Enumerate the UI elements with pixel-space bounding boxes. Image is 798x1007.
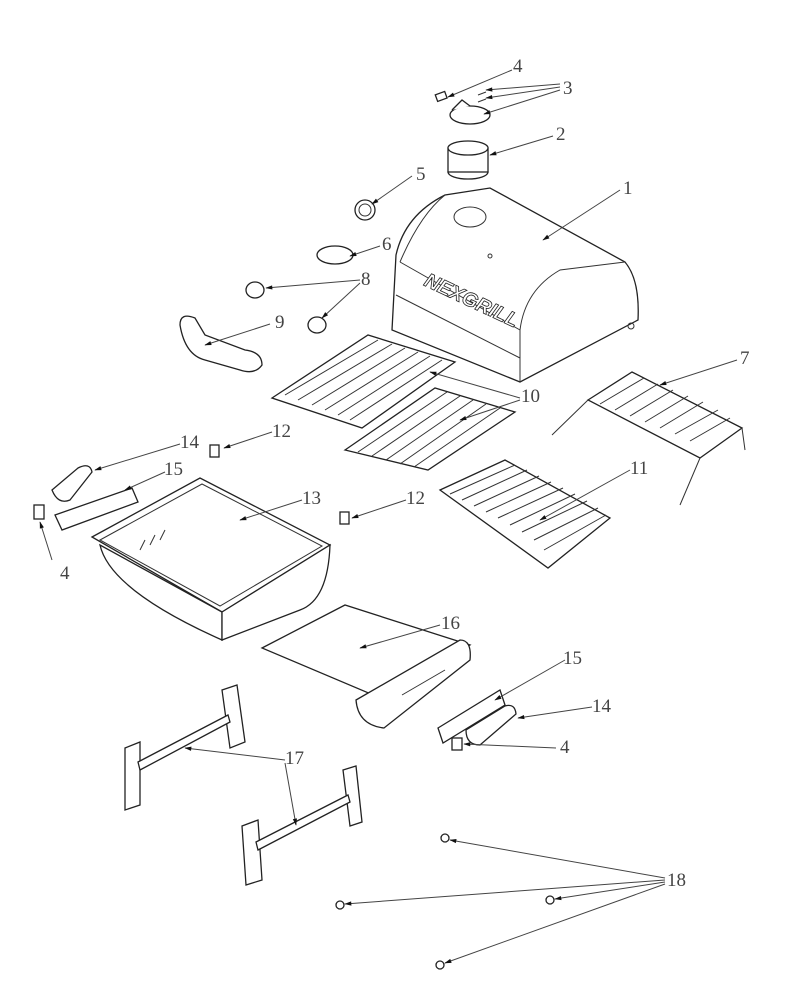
part-damper (434, 90, 491, 125)
part-bezel (316, 245, 354, 265)
callout-label: 15 (164, 459, 183, 480)
part-lid: NEXGRILL (391, 187, 639, 383)
callout-label: 10 (521, 386, 540, 407)
part-spacer (451, 737, 463, 751)
part-spacer (33, 504, 45, 520)
part-ash-tray (260, 604, 472, 729)
part-bolts (335, 833, 555, 970)
callout-label: 18 (667, 870, 686, 891)
callout-label: 2 (556, 124, 566, 145)
part-handle-bracket (437, 689, 506, 744)
callout-labels: 4 3 2 5 1 6 8 9 7 10 12 14 15 11 13 12 4… (60, 56, 750, 891)
part-lid-handle (179, 315, 263, 373)
part-grommet (307, 316, 327, 334)
part-handle-bracket (54, 487, 139, 531)
part-thermometer (354, 199, 376, 221)
callout-label: 6 (382, 234, 392, 255)
callout-label: 14 (180, 432, 200, 453)
part-clip (209, 444, 220, 458)
callout-label: 8 (361, 269, 371, 290)
part-cooking-grate (270, 334, 517, 471)
callout-label: 4 (560, 737, 570, 758)
callout-label: 13 (302, 488, 321, 509)
part-grommet (245, 281, 265, 299)
callout-label: 16 (441, 613, 460, 634)
callout-label: 12 (406, 488, 425, 509)
callout-label: 5 (416, 164, 426, 185)
part-charcoal-grate (438, 459, 612, 569)
callout-label: 3 (563, 78, 573, 99)
part-clip (339, 511, 350, 525)
part-side-handle (51, 465, 93, 502)
part-leg (241, 765, 363, 886)
callout-label: 1 (623, 178, 633, 199)
callout-label: 4 (513, 56, 523, 77)
leader-lines (39, 69, 738, 964)
callout-label: 4 (60, 563, 70, 584)
part-warming-rack (551, 371, 746, 506)
part-side-handle (465, 704, 517, 746)
part-chimney (447, 140, 489, 180)
callout-label: 9 (275, 312, 285, 333)
callout-label: 15 (563, 648, 582, 669)
callout-label: 11 (630, 458, 648, 479)
part-leg (124, 684, 246, 811)
callout-label: 12 (272, 421, 291, 442)
callout-label: 7 (740, 348, 750, 369)
callout-label: 14 (592, 696, 612, 717)
callout-label: 17 (285, 748, 304, 769)
part-firebox (90, 477, 332, 642)
